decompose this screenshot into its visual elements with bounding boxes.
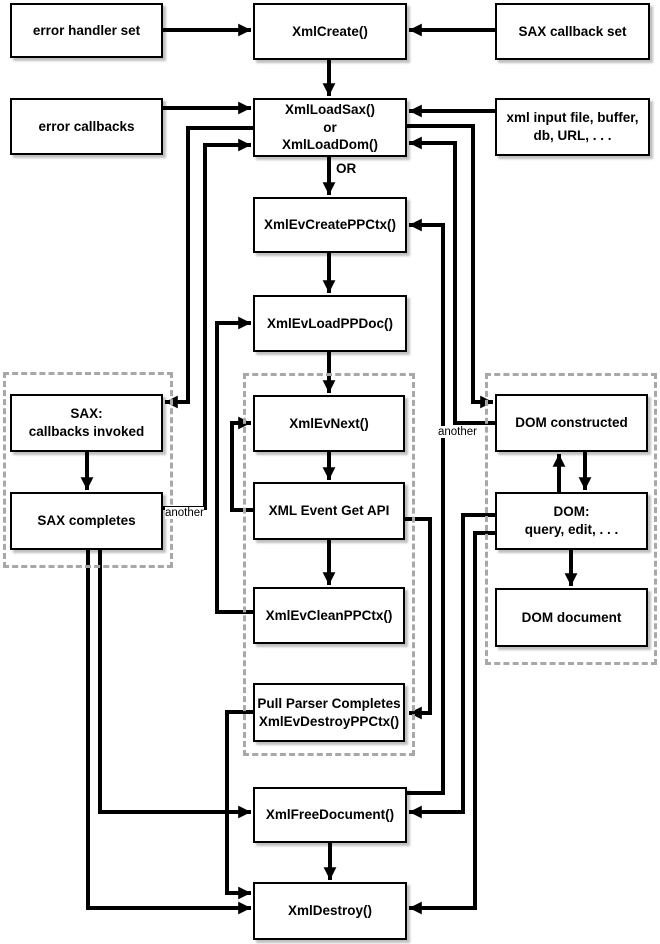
edge-eventgetapi-loop-to-evnext [230, 416, 253, 512]
edge-xmlload-to-sax-invoked [165, 126, 253, 409]
pull-parser-group-outline [243, 373, 415, 756]
node-xml-create: XmlCreate() [253, 3, 407, 60]
node-xml-destroy: XmlDestroy() [253, 882, 407, 940]
node-sax-callbacks-invoked: SAX: callbacks invoked [10, 394, 163, 452]
edge-sax-completes-to-xmldestroy [86, 550, 251, 915]
edge-label-another-right: another [438, 426, 478, 438]
node-xml-ev-clean-ppctx: XmlEvCleanPPCtx() [253, 587, 405, 644]
node-xml-free-document: XmlFreeDocument() [253, 787, 407, 843]
node-xml-ev-load-ppdoc: XmlEvLoadPPDoc() [253, 295, 407, 352]
edge-label-or: OR [336, 161, 357, 176]
node-xml-event-get-api: XML Event Get API [253, 482, 405, 540]
edge-xmlfreedocument-loop-to-evcreateppctx [407, 218, 445, 795]
edge-xmlload-to-dom-constructed [407, 124, 493, 409]
node-sax-callback-set: SAX callback set [495, 3, 650, 60]
edge-sax-completes-another-to-xmlload [163, 138, 251, 510]
edge-sax-completes-to-xmlfreedocument [98, 550, 251, 819]
edge-dom-query-to-xmlfreedocument [409, 513, 495, 819]
node-xml-load: XmlLoadSax() or XmlLoadDom() [253, 98, 407, 157]
node-dom-query-edit: DOM: query, edit, . . . [495, 492, 648, 550]
node-xml-ev-next: XmlEvNext() [253, 395, 405, 452]
node-sax-completes: SAX completes [10, 492, 163, 550]
edge-dom-query-to-xmldestroy [409, 531, 495, 915]
node-pull-parser-completes: Pull Parser Completes XmlEvDestroyPPCtx(… [253, 683, 405, 742]
node-xml-input: xml input file, buffer, db, URL, . . . [495, 98, 650, 156]
edge-dom-constructed-another-to-xmlload [409, 136, 495, 425]
node-dom-constructed: DOM constructed [495, 394, 648, 452]
edge-eventgetapi-to-pullparser-completes [405, 517, 432, 720]
edge-pullparser-to-xmldestroy [225, 710, 253, 900]
node-dom-document: DOM document [495, 588, 648, 647]
node-xml-ev-create-ppctx: XmlEvCreatePPCtx() [253, 197, 407, 253]
edge-evcleanppctx-loop-to-evloadppdoc [215, 316, 253, 614]
node-error-handler-set: error handler set [10, 3, 163, 58]
node-error-callbacks: error callbacks [10, 98, 163, 155]
dom-group-outline [485, 373, 657, 665]
sax-group-outline [3, 372, 173, 568]
edge-label-another-left: another [165, 507, 205, 519]
